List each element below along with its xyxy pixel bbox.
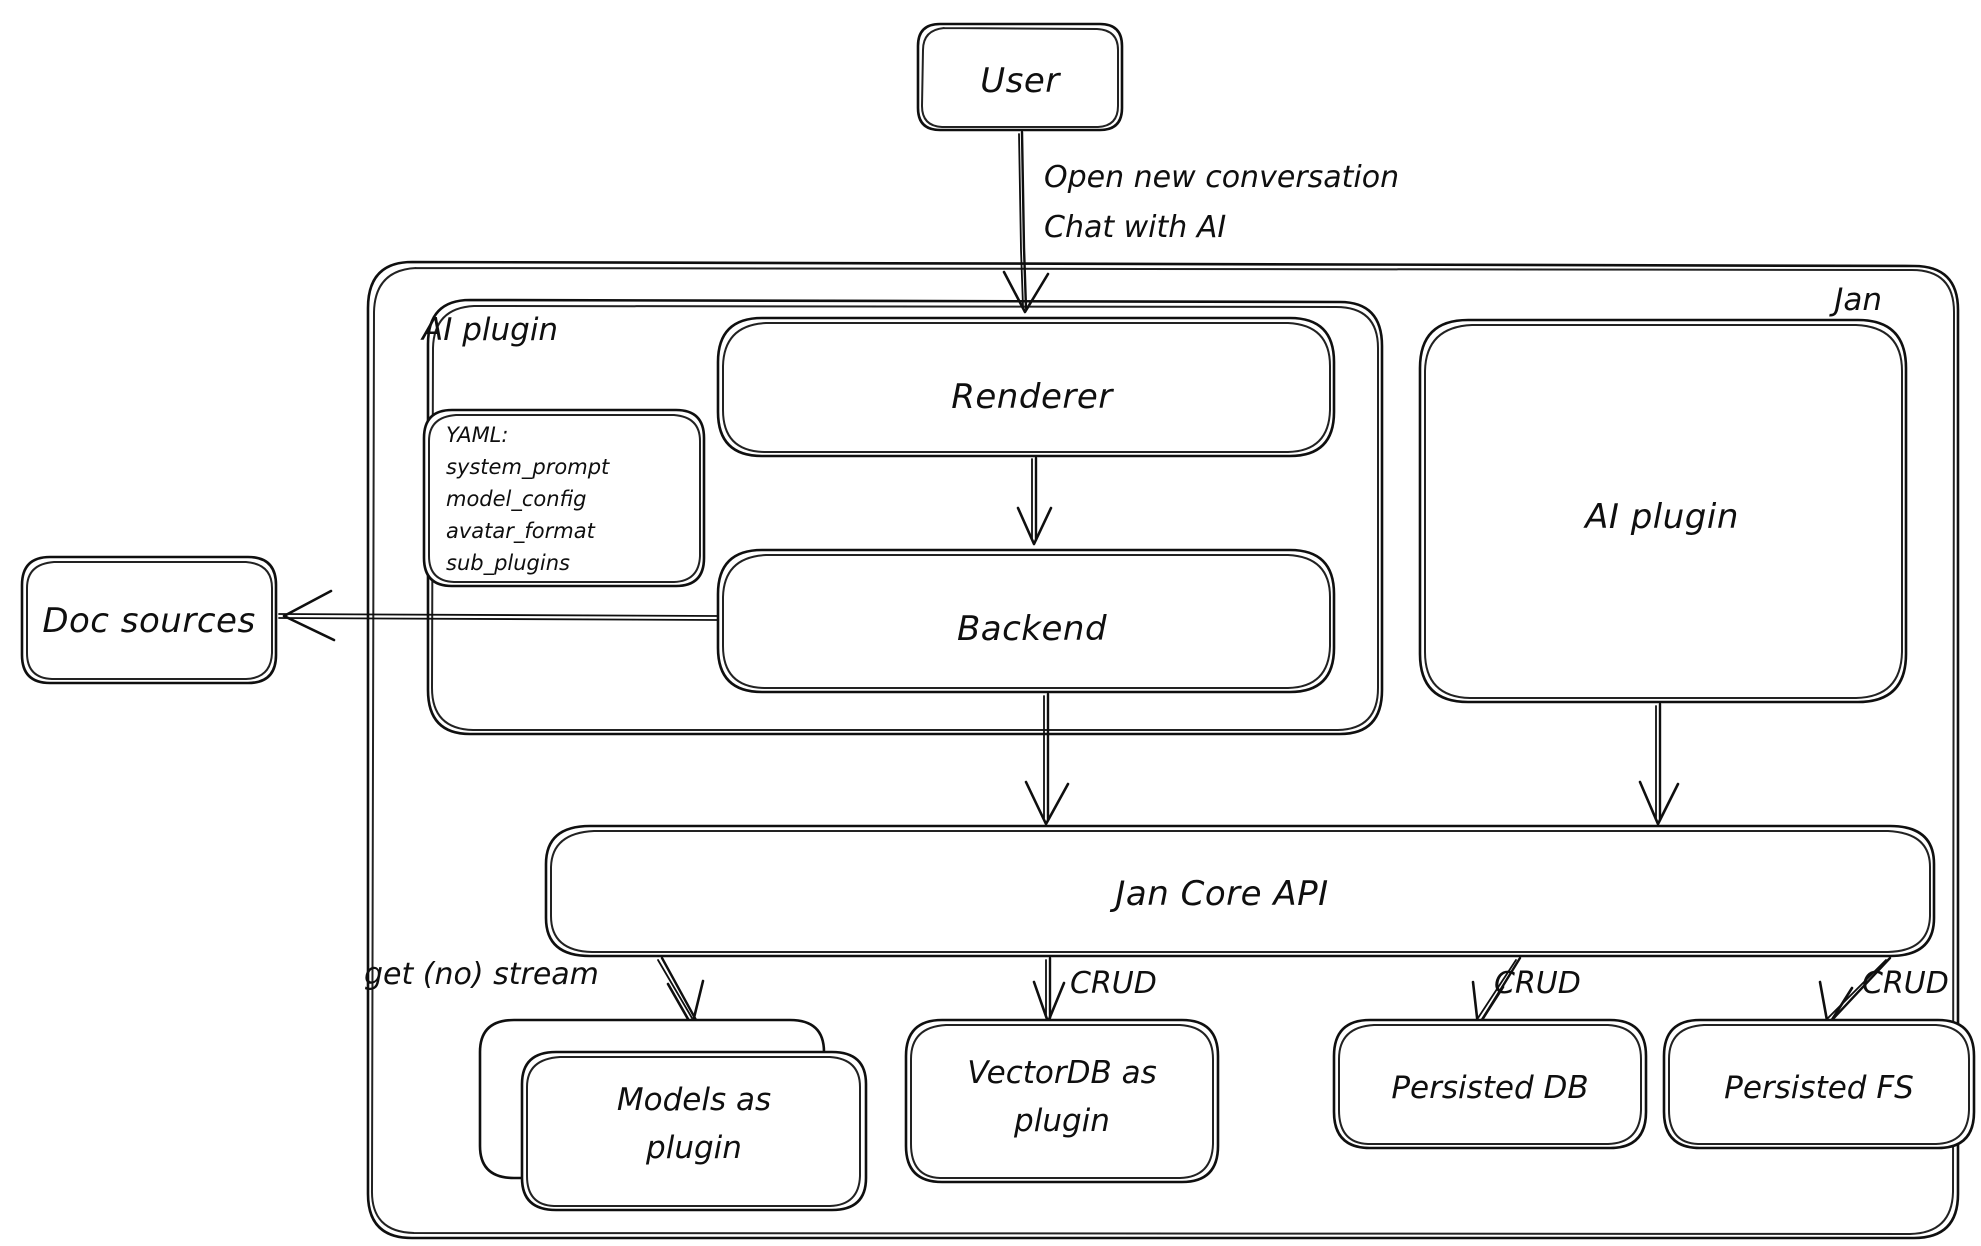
node-models-plugin-label-line2: plugin [645, 1130, 742, 1166]
node-vectordb-plugin-label-line1: VectorDB as [967, 1055, 1157, 1091]
yaml-line-3: avatar_format [446, 519, 596, 544]
node-ai-plugin-label: AI plugin [1583, 497, 1739, 537]
yaml-line-2: model_config [446, 487, 587, 512]
node-doc-sources-label: Doc sources [42, 601, 255, 641]
edge-backend-to-core [1024, 692, 1070, 826]
edge-user-to-renderer: Open new conversation Chat with AI [1002, 130, 1399, 314]
edge-core-to-persisted-db-label: CRUD [1494, 966, 1581, 1001]
node-vectordb-plugin[interactable]: VectorDB as plugin [904, 1018, 1220, 1184]
edge-renderer-to-backend [1016, 456, 1053, 546]
node-vectordb-plugin-label-line2: plugin [1013, 1103, 1110, 1139]
node-doc-sources[interactable]: Doc sources [20, 555, 278, 685]
edge-user-to-renderer-label-line1: Open new conversation [1044, 160, 1399, 195]
group-ai-plugin-label: AI plugin [420, 312, 558, 348]
node-jan-core-api-label: Jan Core API [1109, 874, 1328, 914]
node-jan-core-api[interactable]: Jan Core API [544, 824, 1936, 958]
node-renderer-label: Renderer [951, 377, 1114, 417]
node-persisted-db[interactable]: Persisted DB [1332, 1018, 1648, 1150]
yaml-line-0: YAML: [446, 423, 508, 447]
edge-core-to-persisted-fs: CRUD [1818, 956, 1949, 1028]
node-models-plugin[interactable]: Models as plugin [478, 1018, 868, 1212]
node-persisted-db-label: Persisted DB [1391, 1070, 1588, 1106]
node-renderer[interactable]: Renderer [716, 316, 1336, 458]
node-persisted-fs-label: Persisted FS [1724, 1070, 1914, 1106]
node-backend[interactable]: Backend [716, 548, 1336, 694]
edge-core-to-models: get (no) stream [364, 956, 705, 1028]
node-ai-plugin[interactable]: AI plugin [1418, 318, 1908, 704]
edge-ai-plugin-to-core [1638, 702, 1680, 826]
node-persisted-fs[interactable]: Persisted FS [1662, 1018, 1976, 1150]
edge-core-to-vectordb: CRUD [1032, 956, 1157, 1024]
group-jan-label: Jan [1828, 282, 1882, 318]
node-user-label: User [980, 61, 1061, 101]
node-user[interactable]: User [916, 22, 1124, 132]
edge-core-to-models-label: get (no) stream [364, 957, 599, 992]
node-backend-label: Backend [957, 609, 1107, 649]
edge-core-to-vectordb-label: CRUD [1070, 966, 1157, 1001]
edge-core-to-persisted-fs-label: CRUD [1862, 966, 1949, 1001]
yaml-config-card: YAML: system_prompt model_config avatar_… [422, 408, 706, 588]
yaml-line-4: sub_plugins [446, 551, 570, 576]
node-models-plugin-label-line1: Models as [617, 1082, 771, 1118]
yaml-line-1: system_prompt [446, 455, 610, 480]
edge-core-to-persisted-db: CRUD [1471, 956, 1581, 1028]
edge-backend-to-doc-sources [278, 589, 719, 642]
edge-user-to-renderer-label-line2: Chat with AI [1044, 210, 1226, 245]
